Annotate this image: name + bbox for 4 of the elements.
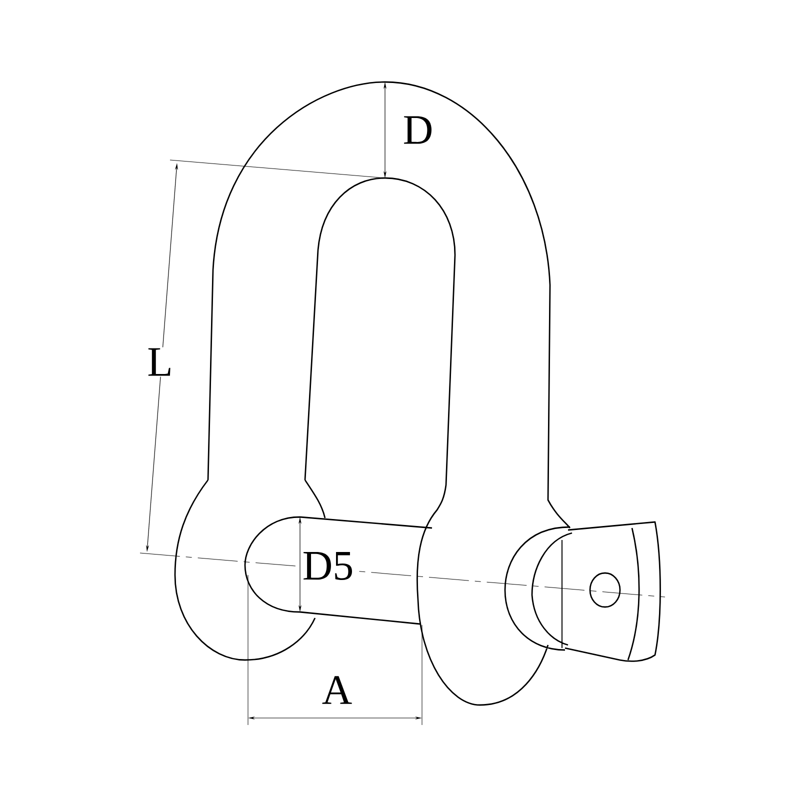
dimension-label: D [402, 115, 434, 145]
dimension-label: D5 [301, 551, 355, 581]
dimension-label: A [320, 675, 354, 705]
dimension-label: L [146, 347, 174, 377]
